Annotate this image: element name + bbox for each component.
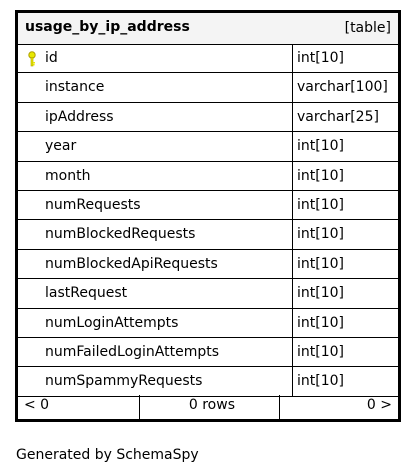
column-name: numBlockedApiRequests [45,255,218,272]
column-type-cell: varchar[100] [293,73,398,101]
column-type: int[10] [297,343,344,360]
column-name-cell: numBlockedRequests [18,220,293,249]
column-name: numRequests [45,196,141,213]
column-type-cell: int[10] [293,162,398,190]
parents-count-cell: < 0 [18,395,140,419]
generated-by-credit: Generated by SchemaSpy [16,447,199,463]
column-type-cell: int[10] [293,132,398,160]
column-type-cell: int[10] [293,191,398,219]
column-name: month [45,167,91,184]
column-type: int[10] [297,285,344,302]
table-footer: < 0 0 rows 0 > [18,395,398,419]
column-row[interactable]: lastRequest int[10] [18,279,398,309]
table-kind-label: [table] [344,20,391,36]
column-type: int[10] [297,373,344,390]
column-row[interactable]: ipAddress varchar[25] [18,102,398,133]
column-name-cell: numSpammyRequests [18,367,293,396]
column-name: numSpammyRequests [45,373,203,390]
column-row[interactable]: numFailedLoginAttempts int[10] [18,337,398,368]
children-count: 0 > [366,397,392,413]
table-header: usage_by_ip_address [table] [18,13,398,45]
table-name: usage_by_ip_address [25,19,190,35]
column-name: instance [45,79,105,96]
column-name: numBlockedRequests [45,226,196,243]
column-type-cell: int[10] [293,338,398,366]
column-row[interactable]: instance varchar[100] [18,73,398,103]
column-name: numLoginAttempts [45,314,179,331]
column-name-cell: ipAddress [18,102,293,132]
column-type-cell: int[10] [293,44,398,72]
table-node[interactable]: usage_by_ip_address [table] id int[10] i… [15,10,401,422]
column-type: int[10] [297,138,344,155]
column-type: varchar[100] [297,79,388,96]
children-count-cell: 0 > [279,395,398,419]
column-type: int[10] [297,50,344,66]
column-name: lastRequest [45,285,128,302]
parents-count: < 0 [24,397,50,413]
column-row[interactable]: numLoginAttempts int[10] [18,308,398,338]
column-name: year [45,138,77,155]
row-count: 0 rows [188,397,235,413]
column-type: int[10] [297,314,344,331]
column-type: int[10] [297,255,344,272]
column-type: varchar[25] [297,108,379,125]
column-name-cell: instance [18,73,293,102]
column-name-cell: numRequests [18,190,293,220]
column-row[interactable]: numSpammyRequests int[10] [18,367,398,397]
column-name-cell: id [18,44,293,73]
column-name: id [45,50,58,66]
column-name: ipAddress [45,108,114,125]
key-icon [28,51,36,67]
column-row[interactable]: year int[10] [18,132,398,162]
column-type: int[10] [297,226,344,243]
column-type: int[10] [297,196,344,213]
column-type-cell: int[10] [293,367,398,395]
column-row[interactable]: numBlockedRequests int[10] [18,220,398,250]
column-name-cell: month [18,161,293,190]
row-count-cell: 0 rows [139,395,280,419]
column-name-cell: numFailedLoginAttempts [18,337,293,367]
column-type-cell: int[10] [293,279,398,307]
column-row[interactable]: numBlockedApiRequests int[10] [18,249,398,280]
column-name-cell: numBlockedApiRequests [18,249,293,279]
column-name: numFailedLoginAttempts [45,343,220,360]
column-row[interactable]: month int[10] [18,161,398,191]
column-type: int[10] [297,167,344,184]
column-name-cell: lastRequest [18,279,293,308]
column-row[interactable]: id int[10] [18,44,398,74]
column-type-cell: int[10] [293,250,398,278]
column-type-cell: int[10] [293,220,398,248]
column-type-cell: int[10] [293,309,398,337]
column-name-cell: year [18,132,293,161]
column-name-cell: numLoginAttempts [18,308,293,337]
column-type-cell: varchar[25] [293,103,398,131]
column-list: id int[10] instance varchar[100] ipAddre… [18,44,398,397]
column-row[interactable]: numRequests int[10] [18,190,398,221]
